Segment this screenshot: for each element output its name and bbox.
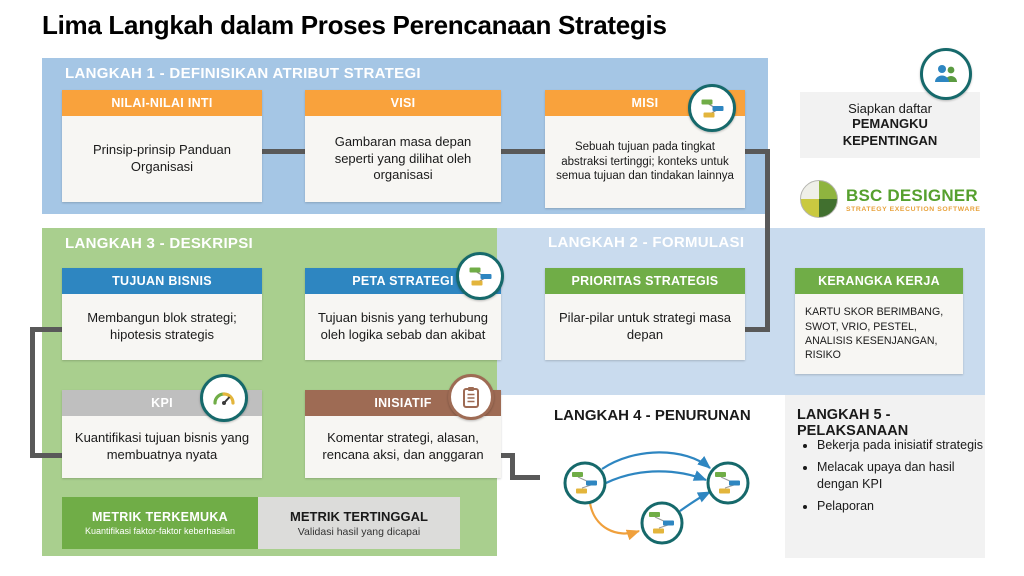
metrik-terkemuka-subtitle: Kuantifikasi faktor-faktor keberhasilan bbox=[84, 526, 236, 536]
card-kerangka-body: KARTU SKOR BERIMBANG, SWOT, VRIO, PESTEL… bbox=[795, 294, 963, 374]
stakeholder-people-icon bbox=[920, 48, 972, 100]
bsc-logo-mark-icon bbox=[800, 180, 838, 218]
bullet-item: Bekerja pada inisiatif strategis bbox=[817, 437, 985, 454]
card-prioritas-title: PRIORITAS STRATEGIS bbox=[545, 268, 745, 294]
metrik-tertinggal-box: METRIK TERTINGGAL Validasi hasil yang di… bbox=[258, 497, 460, 549]
connector-misi-prioritas-vertical bbox=[765, 149, 770, 332]
card-nilai-inti-body: Prinsip-prinsip Panduan Organisasi bbox=[62, 116, 262, 202]
cascade-diagram bbox=[563, 451, 750, 545]
card-visi: VISI Gambaran masa depan seperti yang di… bbox=[305, 90, 501, 202]
gauge-icon bbox=[213, 392, 235, 405]
langkah5-bullets: Bekerja pada inisiatif strategis Melacak… bbox=[799, 437, 985, 520]
card-misi-body: Sebuah tujuan pada tingkat abstraksi ter… bbox=[545, 116, 745, 208]
connector-tujuan-kpi-bottom bbox=[30, 453, 62, 458]
metrik-terkemuka-title: METRIK TERKEMUKA bbox=[91, 510, 229, 524]
card-tujuan-bisnis: TUJUAN BISNIS Membangun blok strategi; h… bbox=[62, 268, 262, 360]
connector-inisiatif-langkah4-bottom bbox=[510, 475, 542, 480]
metrik-tertinggal-subtitle: Validasi hasil yang dicapai bbox=[297, 525, 421, 538]
stakeholder-box: Siapkan daftar PEMANGKU KEPENTINGAN bbox=[800, 92, 980, 158]
langkah4-header: LANGKAH 4 - PENURUNAN bbox=[554, 407, 751, 424]
connector-nilai-visi bbox=[262, 149, 305, 154]
connector-visi-misi bbox=[501, 149, 545, 154]
bsc-logo-name: BSC DESIGNER bbox=[846, 185, 978, 205]
card-nilai-inti: NILAI-NILAI INTI Prinsip-prinsip Panduan… bbox=[62, 90, 262, 202]
bullet-item: Melacak upaya dan hasil dengan KPI bbox=[817, 459, 985, 493]
card-kpi-body: Kuantifikasi tujuan bisnis yang membuatn… bbox=[62, 416, 262, 478]
page-title: Lima Langkah dalam Proses Perencanaan St… bbox=[42, 10, 667, 40]
card-visi-title: VISI bbox=[305, 90, 501, 116]
langkah2-header: LANGKAH 2 - FORMULASI bbox=[548, 234, 745, 251]
strategy-map-icon bbox=[701, 99, 724, 118]
connector-misi-prioritas-top bbox=[745, 149, 770, 154]
inisiatif-clipboard-icon bbox=[448, 374, 494, 420]
connector-inisiatif-langkah4-top bbox=[501, 453, 515, 458]
connector-tujuan-kpi-vertical bbox=[30, 327, 35, 458]
bsc-designer-logo: BSC DESIGNER STRATEGY EXECUTION SOFTWARE bbox=[800, 180, 981, 218]
clipboard-icon bbox=[463, 387, 479, 408]
bsc-logo-text: BSC DESIGNER STRATEGY EXECUTION SOFTWARE bbox=[846, 186, 981, 213]
card-peta-strategi: PETA STRATEGI Tujuan bisnis yang terhubu… bbox=[305, 268, 501, 360]
metrik-tertinggal-title: METRIK TERTINGGAL bbox=[290, 508, 428, 524]
peta-strategy-map-icon bbox=[456, 252, 504, 300]
card-tujuan-title: TUJUAN BISNIS bbox=[62, 268, 262, 294]
connector-misi-prioritas-bottom bbox=[745, 327, 770, 332]
card-prioritas-body: Pilar-pilar untuk strategi masa depan bbox=[545, 294, 745, 360]
connector-tujuan-kpi-top bbox=[30, 327, 62, 332]
langkah3-header: LANGKAH 3 - DESKRIPSI bbox=[65, 235, 253, 252]
langkah5-header: LANGKAH 5 - PELAKSANAAN bbox=[797, 407, 909, 439]
card-prioritas-strategis: PRIORITAS STRATEGIS Pilar-pilar untuk st… bbox=[545, 268, 745, 360]
people-icon bbox=[935, 65, 957, 82]
kpi-gauge-icon bbox=[200, 374, 248, 422]
langkah1-header: LANGKAH 1 - DEFINISIKAN ATRIBUT STRATEGI bbox=[65, 65, 421, 82]
bsc-logo-tagline: STRATEGY EXECUTION SOFTWARE bbox=[846, 205, 981, 213]
card-inisiatif-body: Komentar strategi, alasan, rencana aksi,… bbox=[305, 416, 501, 478]
langkah4-box: LANGKAH 4 - PENURUNAN bbox=[540, 395, 777, 558]
metrik-terkemuka-box: METRIK TERKEMUKA Kuantifikasi faktor-fak… bbox=[62, 497, 258, 549]
bullet-item: Pelaporan bbox=[817, 498, 985, 515]
misi-strategy-map-icon bbox=[688, 84, 736, 132]
stakeholder-title: PEMANGKU KEPENTINGAN bbox=[842, 116, 938, 148]
strategy-map-icon bbox=[469, 267, 492, 286]
langkah5-box: LANGKAH 5 - PELAKSANAAN Bekerja pada ini… bbox=[785, 395, 985, 558]
card-peta-body: Tujuan bisnis yang terhubung oleh logika… bbox=[305, 294, 501, 360]
card-nilai-inti-title: NILAI-NILAI INTI bbox=[62, 90, 262, 116]
card-kerangka-title: KERANGKA KERJA bbox=[795, 268, 963, 294]
card-tujuan-body: Membangun blok strategi; hipotesis strat… bbox=[62, 294, 262, 360]
card-visi-body: Gambaran masa depan seperti yang dilihat… bbox=[305, 116, 501, 202]
stakeholder-intro: Siapkan daftar bbox=[848, 101, 932, 117]
connector-inisiatif-langkah4-vertical bbox=[510, 453, 515, 480]
card-kerangka-kerja: KERANGKA KERJA KARTU SKOR BERIMBANG, SWO… bbox=[795, 268, 963, 374]
